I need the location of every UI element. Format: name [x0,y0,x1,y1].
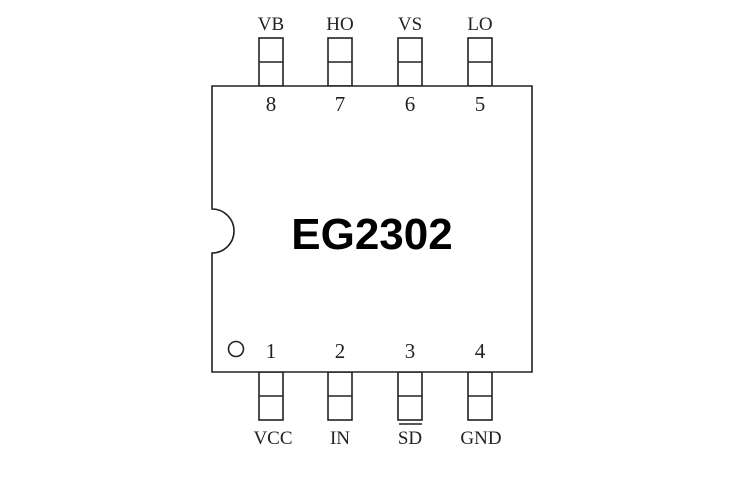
pin-label-sd: SD [398,428,422,449]
pin-label-in: IN [330,428,350,449]
pin-label-vcc: VCC [253,428,292,449]
pin-label-gnd: GND [460,428,501,449]
pin-label-vs: VS [398,14,422,35]
top-pin-5 [467,37,493,87]
pin-label-vb: VB [258,14,284,35]
pin-number-5: 5 [475,92,486,116]
top-pin-8 [258,37,284,87]
pin-number-1: 1 [266,339,277,363]
pin-label-lo: LO [467,14,492,35]
pin-number-6: 6 [405,92,416,116]
bottom-pin-2 [327,371,353,421]
pin-number-3: 3 [405,339,416,363]
top-pin-6 [397,37,423,87]
pin-label-ho: HO [326,14,353,35]
pin1-marker-dot [227,340,245,358]
pin-number-8: 8 [266,92,277,116]
chip-name: EG2302 [291,210,452,259]
pin-number-4: 4 [475,339,486,363]
bottom-pin-4 [467,371,493,421]
bottom-pin-1 [258,371,284,421]
pin-number-7: 7 [335,92,346,116]
top-pin-7 [327,37,353,87]
pin-number-2: 2 [335,339,346,363]
chip-body [211,85,533,373]
bottom-pin-3 [397,371,423,421]
